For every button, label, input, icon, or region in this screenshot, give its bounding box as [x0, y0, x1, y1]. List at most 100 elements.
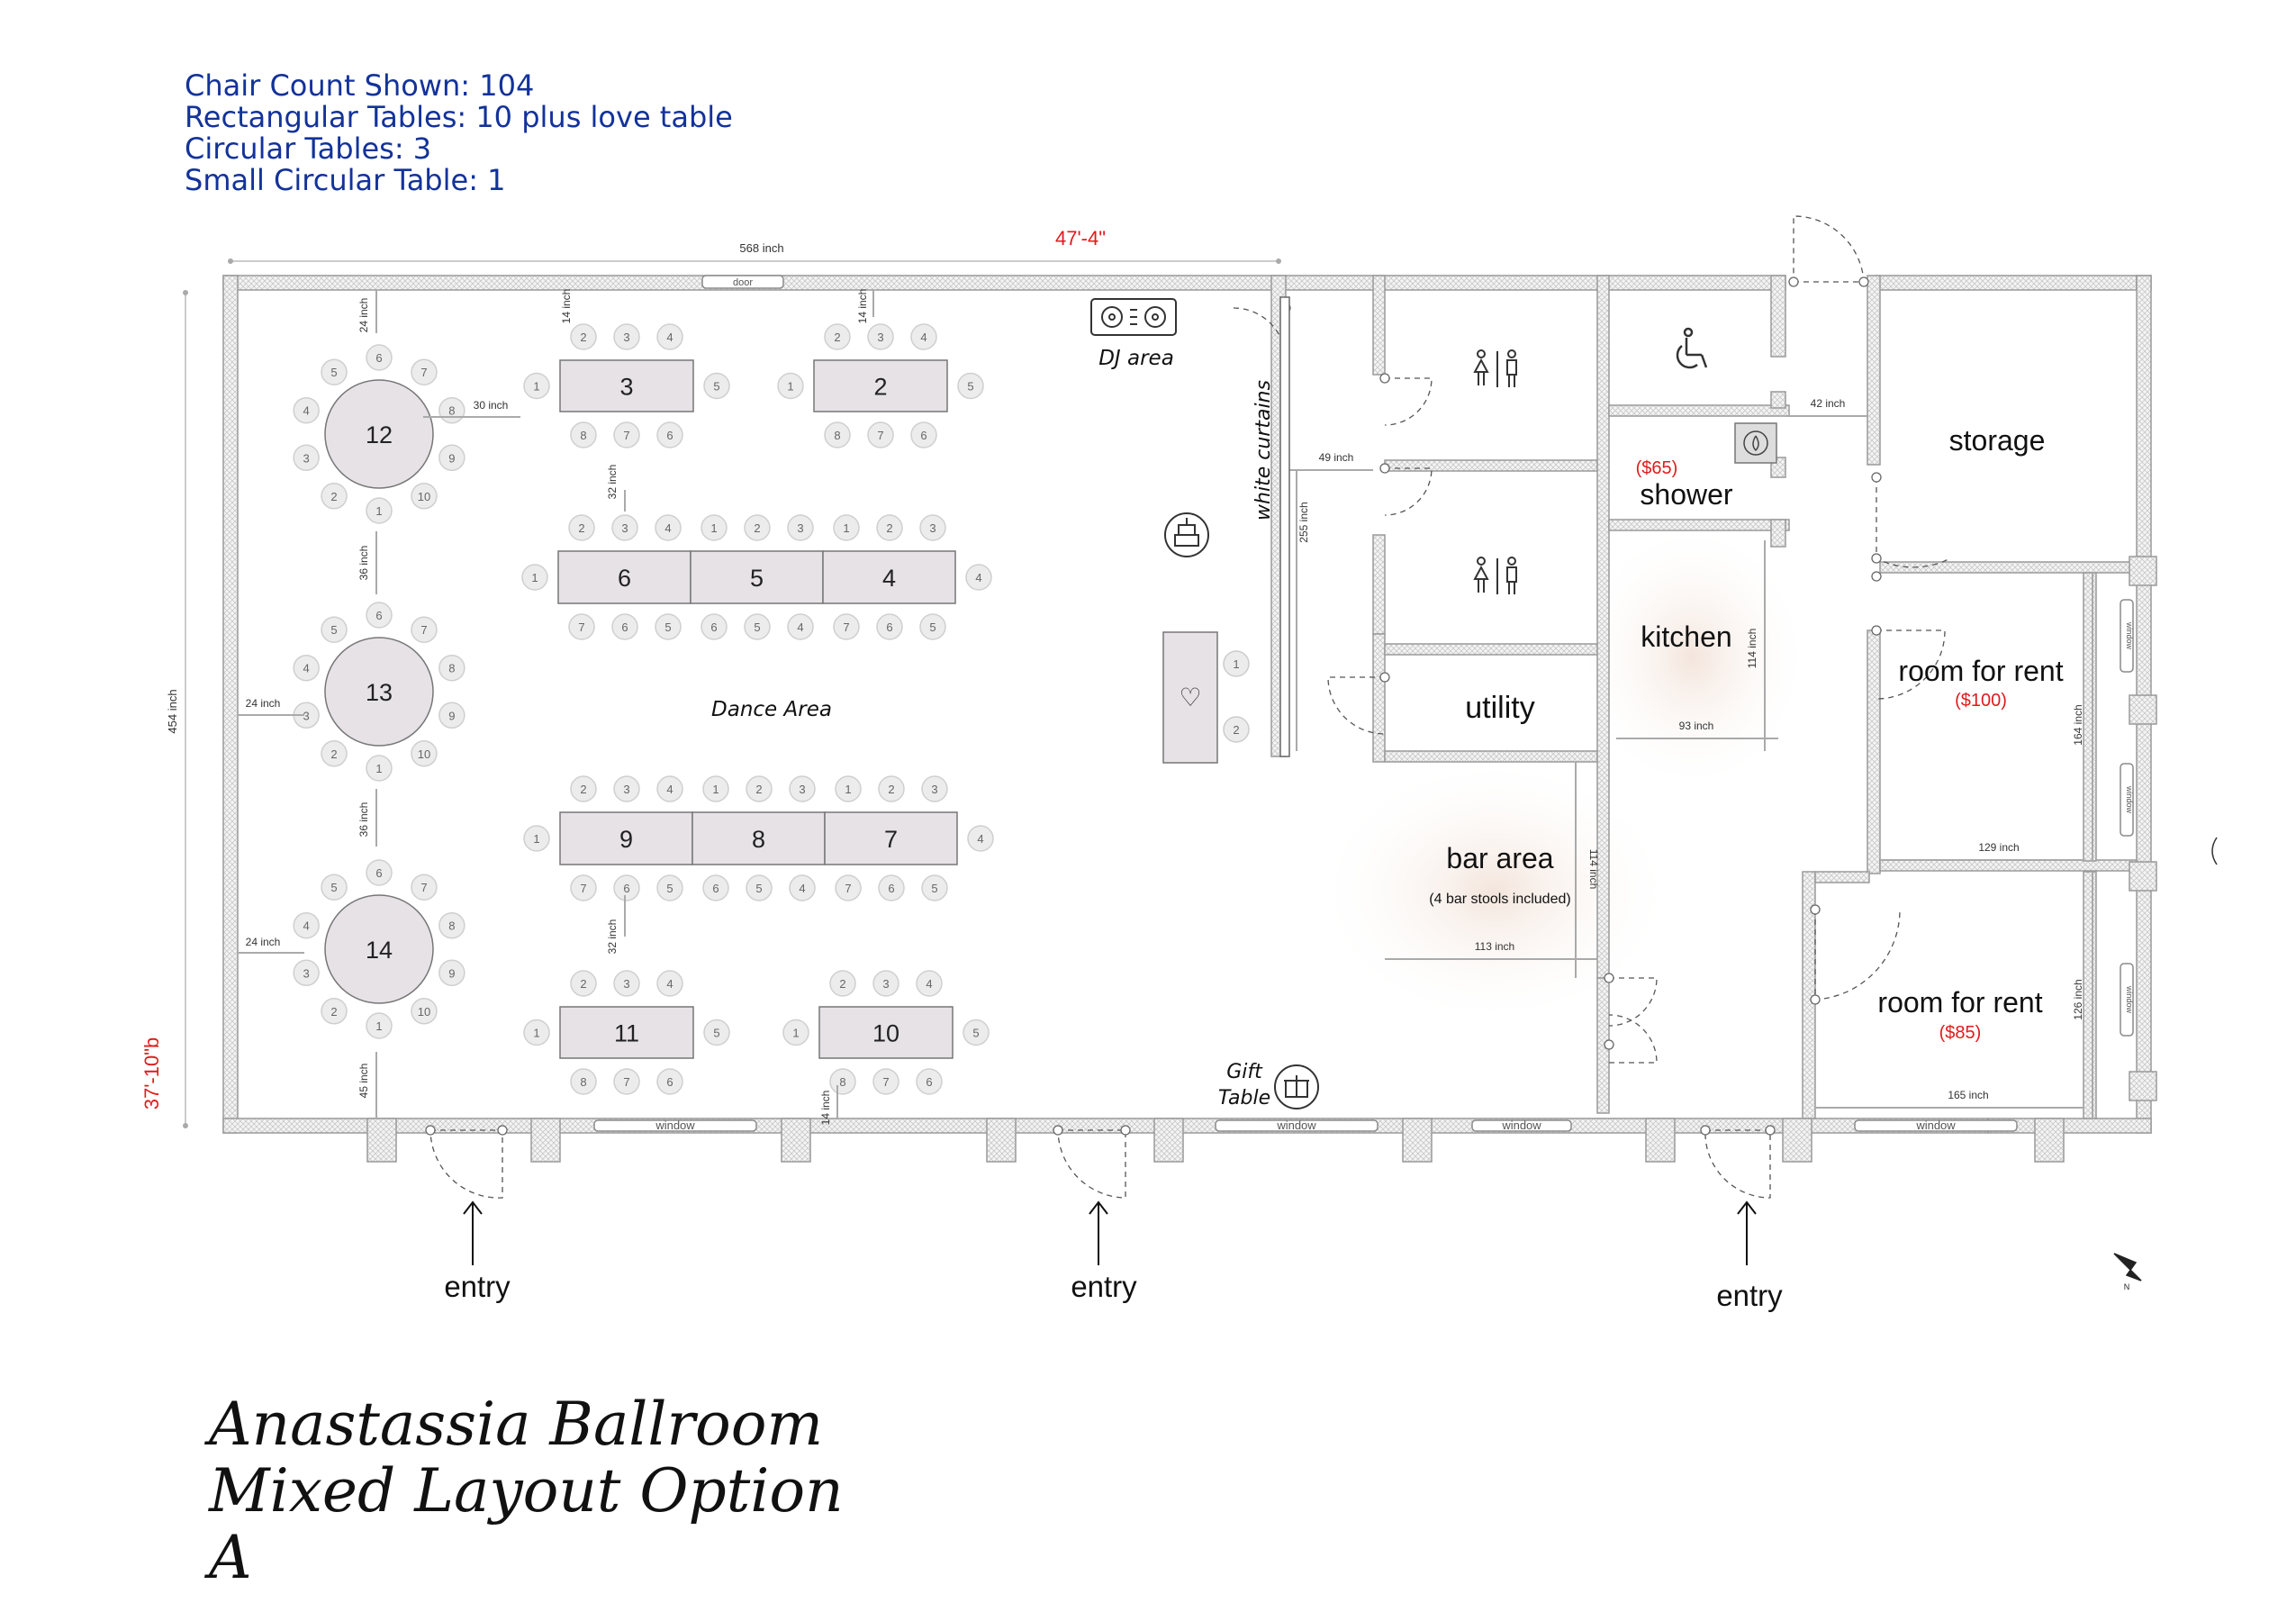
dim-label: 36 inch: [357, 546, 370, 581]
chair: [570, 1068, 597, 1095]
chair-number: 6: [712, 882, 719, 895]
chair: [957, 372, 984, 400]
chair: [613, 874, 640, 901]
chair: [438, 959, 466, 987]
svg-text:Gift: Gift: [1226, 1061, 1263, 1083]
chair-number: 2: [580, 783, 586, 796]
chair: [829, 970, 856, 997]
chair-number: 10: [418, 747, 430, 761]
chair: [411, 740, 438, 767]
chair-number: 6: [886, 620, 892, 634]
chair-number: 3: [623, 331, 629, 344]
chair: [655, 613, 682, 640]
svg-text:white curtains: white curtains: [1252, 380, 1275, 521]
dim-label: 24 inch: [246, 936, 281, 948]
utility-label: utility: [1465, 691, 1534, 725]
chair: [787, 613, 814, 640]
stats-block: Chair Count Shown: 104 Rectangular Table…: [185, 70, 733, 196]
chair-count: Chair Count Shown: 104: [185, 68, 535, 103]
chair-number: 4: [920, 331, 927, 344]
chair-number: 6: [888, 882, 894, 895]
white-curtains: white curtains: [1252, 296, 1290, 757]
chair: [321, 483, 348, 510]
restroom-icon: [1473, 557, 1517, 594]
window-label: window: [2125, 785, 2134, 814]
chair: [366, 859, 393, 886]
chair: [613, 1068, 640, 1095]
dim-label: 30 inch: [474, 399, 509, 412]
chair-number: 7: [877, 429, 883, 442]
chair-number: 6: [623, 882, 629, 895]
chair: [701, 613, 728, 640]
chair-number: 1: [533, 832, 539, 846]
rent1-price: ($100): [1955, 691, 2007, 711]
table-number: 2: [873, 374, 887, 401]
chair: [521, 564, 548, 591]
table-number: 10: [872, 1020, 899, 1047]
chair: [702, 775, 729, 802]
chair: [919, 514, 946, 541]
chair-number: 5: [330, 366, 337, 379]
chair: [321, 358, 348, 385]
chair-number: 5: [664, 620, 671, 634]
chair: [411, 483, 438, 510]
chair: [876, 514, 903, 541]
dim-label: 114 inch: [1587, 849, 1600, 889]
dim-label: 165 inch: [1948, 1089, 1988, 1101]
chair-number: 7: [420, 881, 427, 894]
rect-table: [559, 1006, 694, 1059]
dim-label: 93 inch: [1679, 720, 1714, 732]
chair: [921, 874, 948, 901]
chair-number: 6: [375, 866, 382, 880]
chair-number: 7: [580, 882, 586, 895]
chair-number: 1: [375, 504, 382, 518]
chair-number: 7: [623, 429, 629, 442]
chair: [916, 1068, 943, 1095]
dim-label: 126 inch: [2072, 979, 2084, 1019]
chair: [411, 616, 438, 643]
table-number: 9: [619, 826, 633, 853]
chair: [321, 616, 348, 643]
chair: [523, 825, 550, 852]
title-line-3: A: [209, 1523, 252, 1592]
chair-number: 8: [839, 1075, 845, 1089]
chair: [613, 970, 640, 997]
chair-number: 5: [931, 882, 937, 895]
chair: [293, 911, 320, 939]
chair-number: 7: [420, 623, 427, 637]
love-heart-icon: ♡: [1179, 683, 1201, 712]
chair-number: 1: [531, 571, 538, 584]
chair: [438, 654, 466, 682]
chair: [570, 970, 597, 997]
chair: [366, 602, 393, 629]
chair: [411, 358, 438, 385]
svg-text:Table: Table: [1218, 1087, 1270, 1109]
chair: [438, 911, 466, 939]
table-number: 4: [882, 565, 896, 592]
chair-number: 4: [666, 977, 673, 991]
window-label: window: [1915, 1118, 1956, 1132]
chair-number: 3: [799, 783, 805, 796]
chair-number: 6: [920, 429, 927, 442]
chair-number: 3: [621, 521, 628, 535]
chair-number: 3: [877, 331, 883, 344]
rect-table: [557, 550, 692, 604]
chair-number: 8: [448, 919, 455, 933]
width-inch-label: 568 inch: [739, 241, 783, 255]
round-table: [324, 894, 434, 1004]
chair-number: 8: [448, 662, 455, 675]
window-label: window: [1276, 1118, 1316, 1132]
dim-label: 129 inch: [1978, 841, 2019, 854]
chair: [366, 344, 393, 371]
dim-label: 114 inch: [1746, 629, 1758, 668]
chair-number: 2: [754, 521, 760, 535]
rect-table: [818, 1006, 954, 1059]
chair-number: 7: [843, 620, 849, 634]
chair: [656, 970, 683, 997]
chair-number: 5: [330, 623, 337, 637]
chair: [967, 825, 994, 852]
window-label: window: [2125, 621, 2134, 650]
chair-number: 2: [330, 490, 337, 503]
chair-number: 5: [713, 1027, 719, 1040]
